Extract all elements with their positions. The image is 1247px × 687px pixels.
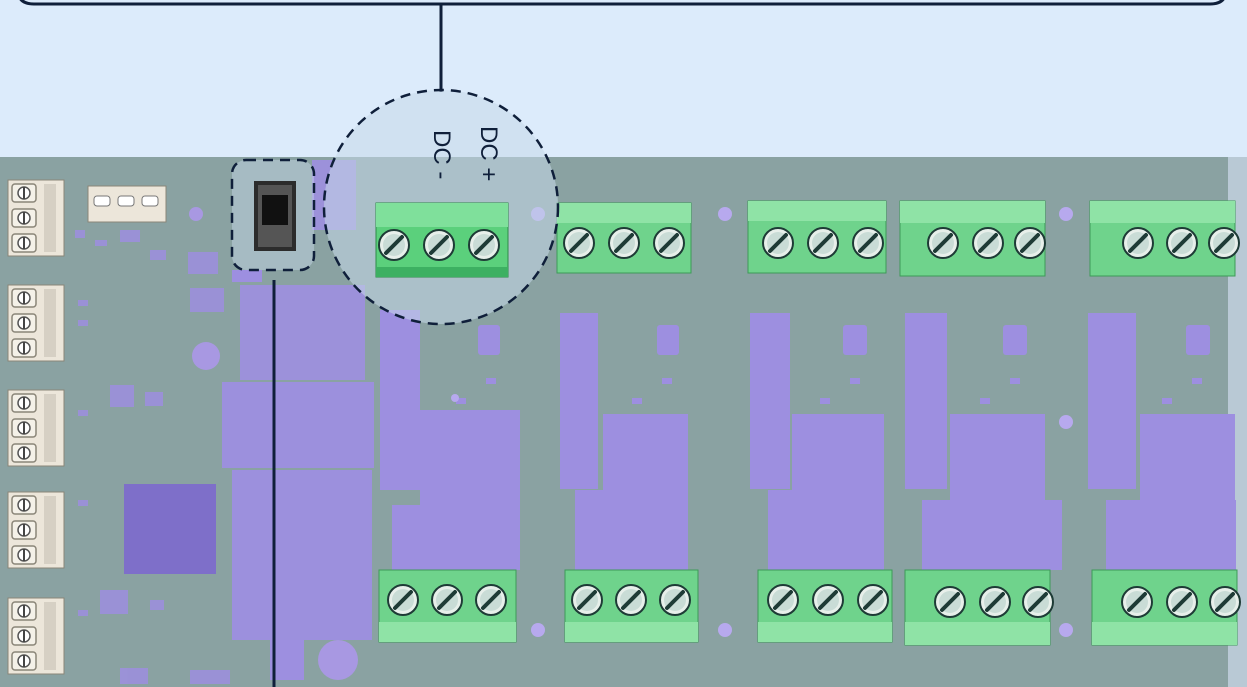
relay-column — [560, 313, 688, 570]
main-components — [222, 160, 374, 680]
terminal-block-bottom — [1091, 569, 1242, 646]
relay-column — [905, 313, 1062, 570]
microcontroller-chip — [124, 484, 216, 574]
terminal-block-bottom — [378, 569, 517, 643]
terminal-block-top — [1089, 200, 1241, 277]
capacitor — [318, 640, 358, 680]
terminal-block-bottom — [904, 569, 1055, 646]
dc-plus-label: DC + — [475, 126, 502, 182]
white-connector — [7, 491, 65, 569]
white-connector — [7, 179, 65, 257]
white-connector — [7, 597, 65, 675]
dc-power-terminal[interactable] — [375, 202, 509, 278]
dc-minus-label: DC - — [428, 130, 455, 180]
relay-column — [750, 313, 884, 570]
left-connector-stack — [7, 179, 167, 675]
relay-column — [380, 310, 520, 570]
small-white-connector — [87, 185, 167, 223]
terminal-block-top — [556, 202, 692, 274]
power-switch-icon[interactable] — [254, 181, 296, 251]
smd-round — [189, 207, 203, 221]
white-connector — [7, 284, 65, 362]
terminal-block-top — [747, 200, 887, 274]
white-connector — [7, 389, 65, 467]
terminal-block-bottom — [564, 569, 699, 643]
relay-column — [1088, 313, 1236, 570]
power-input-callout-circle — [322, 88, 560, 326]
terminal-block-bottom — [757, 569, 893, 643]
top-panel-edge — [19, 0, 1225, 6]
terminal-block-top — [899, 200, 1047, 277]
smd-round — [192, 342, 220, 370]
power-switch-callout-box — [230, 158, 316, 272]
smd-components — [75, 230, 230, 684]
